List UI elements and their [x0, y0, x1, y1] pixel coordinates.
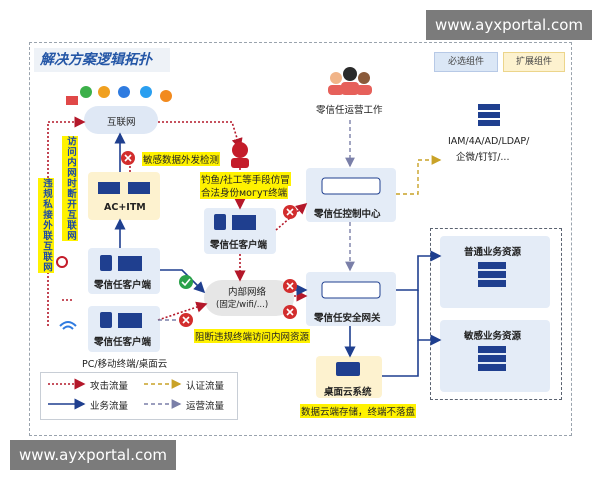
auth-flows [396, 155, 442, 195]
link-icon [56, 256, 68, 268]
client-mid-label: 零信任客户端 [210, 240, 268, 251]
block-marker-crosses [124, 154, 294, 324]
app-icons [66, 86, 172, 105]
intranet-sub-label: (固定/wifi/...) [216, 300, 269, 310]
sensitive-server-icon [478, 346, 506, 371]
cloud-desktop-label: 桌面云系统 [324, 387, 372, 398]
client-bottom-label: 零信任客户端 [94, 337, 152, 348]
phishing-annotation-2: 合法身份могут终端 [200, 185, 289, 199]
control-center-label: 零信任控制中心 [314, 209, 381, 220]
idp-label: IAM/4A/AD/LDAP/ [448, 136, 530, 147]
gateway-box [306, 272, 396, 326]
watermark-bottom: www.ayxportal.com [10, 440, 176, 470]
gateway-label: 零信任安全网关 [314, 313, 381, 324]
business-flows [114, 132, 442, 377]
vertical-right-annotation: 访问内网时断开互联网 [62, 136, 78, 241]
allow-marker [179, 275, 193, 289]
legend-business-label: 业务流量 [90, 401, 129, 412]
idp-server-icon [478, 104, 500, 126]
client-top-label: 零信任客户端 [94, 280, 152, 291]
general-server-icon [478, 262, 506, 287]
ops-people-icon [328, 67, 372, 95]
device-icons [98, 177, 381, 376]
internet-box [84, 106, 158, 134]
legend-bottom-samples [48, 378, 182, 410]
legend-bottom-box [40, 372, 238, 420]
legend-required: 必选组件 [434, 52, 498, 72]
legend-auth-label: 认证流量 [186, 381, 225, 392]
legend-attack-label: 攻击流量 [90, 381, 129, 392]
vertical-left-annotation: 违规私接外联互联网 [38, 178, 54, 273]
acitm-box [88, 172, 160, 220]
sensitive-res-label: 敏感业务资源 [464, 331, 522, 342]
outgoing-annotation: 敏感数据外发检测 [142, 152, 221, 166]
idp-label-line2: 企微/钉钉/... [456, 152, 510, 163]
watermark-top: www.ayxportal.com [426, 10, 592, 40]
legend-extended: 扩展组件 [503, 52, 565, 72]
block-annotation: 阻断违规终端访问内网资源 [194, 329, 311, 343]
intranet-box [204, 280, 294, 316]
resources-container [430, 228, 562, 400]
internet-label: 互联网 [107, 117, 136, 128]
legend-ops-label: 运营流量 [186, 401, 225, 412]
intranet-label: 内部网络 [228, 287, 267, 298]
acitm-label: AC+ITM [104, 202, 146, 213]
pc-label: PC/移动终端/桌面云 [82, 359, 168, 370]
ops-label: 零信任运营工作 [316, 105, 383, 116]
general-res-label: 普通业务资源 [464, 247, 522, 258]
phishing-annotation-1: 钓鱼/社工等手段仿冒 [200, 172, 291, 186]
hacker-icon [231, 142, 249, 168]
diagram-title: 解决方案逻辑拓扑 [34, 48, 170, 72]
ops-flows [158, 120, 355, 321]
wifi-icon [59, 321, 77, 330]
control-center-box [306, 168, 396, 222]
cloud-note-annotation: 数据云端存储，终端不落盘 [300, 404, 417, 418]
